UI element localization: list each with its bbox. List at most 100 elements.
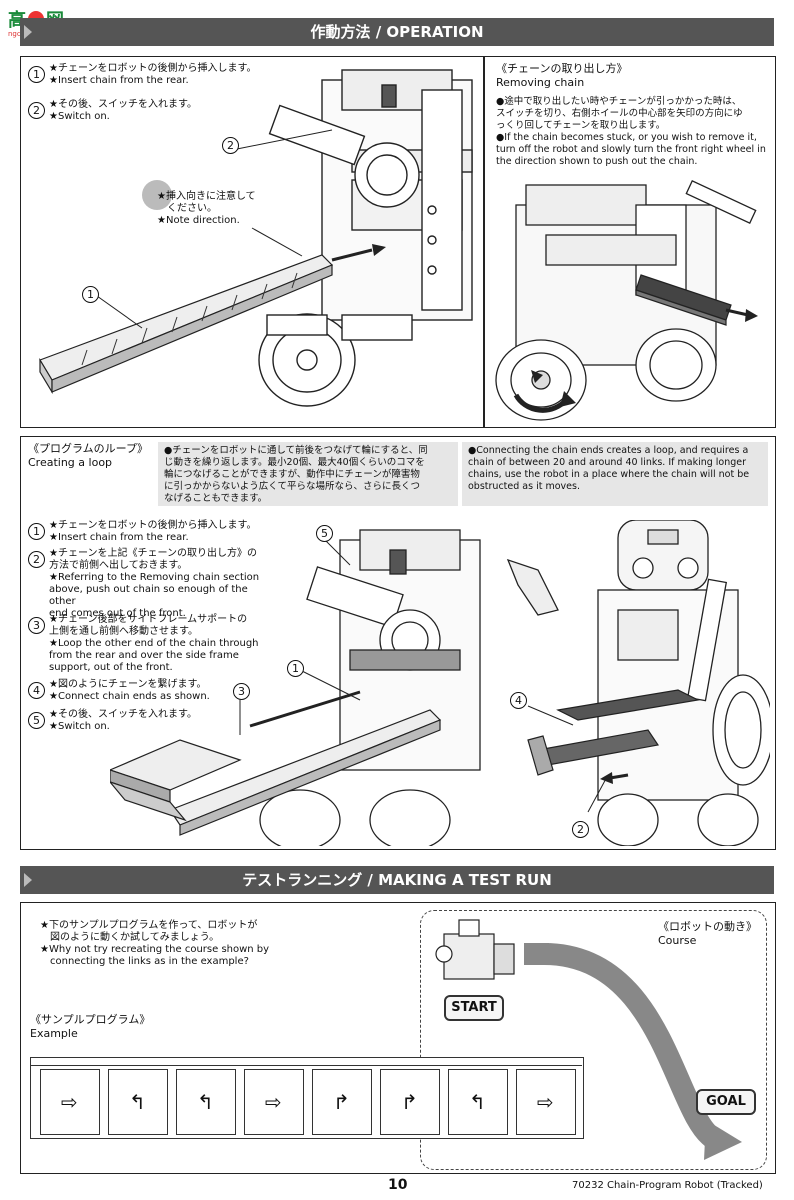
step-1-number: 1 (28, 66, 45, 83)
loop-step-1: ★チェーンをロボットの後側から挿入します。 ★Insert chain from… (49, 520, 256, 544)
loop-step-3-line: ★Loop the other end of the chain through (49, 638, 259, 649)
loop-step-5-number: 5 (28, 712, 45, 729)
chain-link: ↱ (380, 1069, 440, 1135)
loop-step-2-line: end comes out of the front. (49, 608, 186, 619)
goal-label: GOAL (696, 1089, 756, 1115)
loop-callout-3: 3 (233, 683, 250, 700)
robot-insert-illustration (39, 69, 473, 407)
step-1-text: ★チェーンをロボットの後側から挿入します。 ★Insert chain from… (49, 63, 256, 87)
note-starburst-icon (142, 180, 172, 210)
step-1-en: ★Insert chain from the rear. (49, 75, 189, 86)
note-jp1: ★挿入向きに注意して (157, 191, 256, 202)
step-1-jp: ★チェーンをロボットの後側から挿入します。 (49, 63, 257, 74)
course-title-jp: 《ロボットの動き》 (658, 920, 757, 933)
loop-step-5: ★その後、スイッチを入れます。 ★Switch on. (49, 709, 197, 733)
removing-jp3: っくり回してチェーンを取り出します。 (496, 120, 666, 131)
loop-step-2-number: 2 (28, 551, 45, 568)
testrun-intro: ★下のサンプルプログラムを作って、ロボットが 図のように動くか試してみましょう。… (40, 920, 269, 968)
removing-en3: the direction shown to push out the chai… (496, 156, 698, 167)
course-path-illustration (435, 919, 742, 1160)
removing-title-en: Removing chain (496, 76, 585, 89)
chain-link: ↰ (448, 1069, 508, 1135)
loop-step-3: ★チェーン後部をサイドフレームサポートの 上側を通し前側へ移動させます。 ★Lo… (49, 614, 269, 674)
loop-callout-2: 2 (572, 821, 589, 838)
link-glyph: ⇨ (265, 1090, 282, 1114)
loop-step-4-line: ★図のようにチェーンを繋げます。 (49, 679, 207, 690)
loop-title-jp: 《プログラムのループ》 (28, 442, 149, 455)
loop-step-3-line: ★チェーン後部をサイドフレームサポートの (49, 614, 248, 625)
testrun-header-text: テストランニング / MAKING A TEST RUN (242, 871, 552, 889)
start-label: START (444, 995, 504, 1021)
removing-jp2: スイッチを切り、右側ホイールの中心部を矢印の方向にゆ (496, 108, 743, 119)
chain-link: ↱ (312, 1069, 372, 1135)
loop-step-5-line: ★その後、スイッチを入れます。 (49, 709, 197, 720)
step-2-number: 2 (28, 102, 45, 119)
loop-step-1-number: 1 (28, 523, 45, 540)
loop-callout-4: 4 (510, 692, 527, 709)
link-glyph: ⇨ (61, 1090, 78, 1114)
step-2-en: ★Switch on. (49, 111, 110, 122)
removing-illustration (495, 180, 758, 421)
removing-title-jp: 《チェーンの取り出し方》 (496, 62, 628, 75)
step-2-text: ★その後、スイッチを入れます。 ★Switch on. (49, 99, 197, 123)
chain-link: ↰ (176, 1069, 236, 1135)
page-number: 10 (388, 1177, 408, 1193)
loop-step-1-line: ★チェーンをロボットの後側から挿入します。 (49, 520, 257, 531)
course-title: 《ロボットの動き》 Course (658, 920, 757, 948)
loop-description-jp: ●チェーンをロボットに通して前後をつなげて輪にすると、同 じ動きを繰り返します。… (158, 442, 458, 506)
removing-en2: turn off the robot and slowly turn the f… (496, 144, 766, 155)
operation-header: 作動方法 / OPERATION (20, 18, 774, 46)
link-glyph: ↱ (401, 1090, 418, 1114)
sample-chain: ⇨ ↰ ↰ ⇨ ↱ ↱ ↰ ⇨ (30, 1047, 584, 1147)
removing-jp1: ●途中で取り出したい時やチェーンが引っかかった時は、 (496, 96, 742, 107)
removing-en1: ●If the chain becomes stuck, or you wish… (496, 132, 757, 143)
removing-body: ●途中で取り出したい時やチェーンが引っかかった時は、 スイッチを切り、右側ホイー… (496, 96, 766, 168)
loop-step-2-line: ★チェーンを上記《チェーンの取り出し方》の (49, 548, 257, 559)
loop-step-1-line: ★Insert chain from the rear. (49, 532, 189, 543)
testrun-header: テストランニング / MAKING A TEST RUN (20, 866, 774, 894)
loop-step-4-number: 4 (28, 682, 45, 699)
loop-step-2-line: 方法で前側へ出しておきます。 (49, 560, 188, 571)
footer-code: 70232 Chain-Program Robot (Tracked) (572, 1180, 763, 1191)
course-area (420, 910, 767, 1170)
link-glyph: ↰ (129, 1090, 146, 1114)
loop-step-2: ★チェーンを上記《チェーンの取り出し方》の 方法で前側へ出しておきます。 ★Re… (49, 548, 269, 620)
loop-en4: obstructed as it moves. (468, 481, 580, 492)
operation-header-text: 作動方法 / OPERATION (310, 23, 484, 41)
loop-step-4: ★図のようにチェーンを繋げます。 ★Connect chain ends as … (49, 679, 210, 703)
note-en: ★Note direction. (157, 215, 240, 226)
loop-description-en: ●Connecting the chain ends creates a loo… (462, 442, 768, 506)
loop-jp1: ●チェーンをロボットに通して前後をつなげて輪にすると、同 (164, 445, 428, 456)
course-title-en: Course (658, 934, 697, 947)
link-glyph: ⇨ (537, 1090, 554, 1114)
loop-title-en: Creating a loop (28, 456, 113, 469)
loop-step-2-line: ★Referring to the Removing chain section (49, 572, 260, 583)
sample-title: 《サンプルプログラム》 Example (30, 1013, 150, 1041)
callout-1: 1 (82, 286, 99, 303)
removing-title: 《チェーンの取り出し方》 Removing chain (496, 62, 627, 90)
loop-en3: chains, use the robot in a place where t… (468, 469, 750, 480)
loop-jp2: じ動きを繰り返します。最小20個、最大40個くらいのコマを (164, 457, 425, 468)
loop-callout-5: 5 (316, 525, 333, 542)
sample-title-jp: 《サンプルプログラム》 (30, 1013, 151, 1026)
testrun-intro-en1: ★Why not try recreating the course shown… (40, 944, 270, 955)
loop-callout-1: 1 (287, 660, 304, 677)
insert-chain-panel (20, 56, 485, 428)
loop-title: 《プログラムのループ》 Creating a loop (28, 442, 148, 470)
step-2-jp: ★その後、スイッチを入れます。 (49, 99, 197, 110)
note-direction: ★挿入向きに注意して ください。 ★Note direction. (157, 191, 256, 227)
testrun-intro-jp1: ★下のサンプルプログラムを作って、ロボットが (40, 920, 258, 931)
removing-chain-panel (483, 56, 776, 428)
loop-illustration-right (506, 520, 770, 846)
link-glyph: ↱ (333, 1090, 350, 1114)
loop-step-3-line: from the rear and over the side frame (49, 650, 239, 661)
chain-link: ↰ (108, 1069, 168, 1135)
loop-step-5-line: ★Switch on. (49, 721, 110, 732)
testrun-intro-jp2: 図のように動くか試してみましょう。 (50, 932, 220, 943)
link-glyph: ↰ (197, 1090, 214, 1114)
loop-step-3-number: 3 (28, 617, 45, 634)
loop-panel (20, 436, 776, 850)
loop-en2: chain of between 20 and around 40 links.… (468, 457, 747, 468)
chain-link: ⇨ (244, 1069, 304, 1135)
chain-link: ⇨ (40, 1069, 100, 1135)
